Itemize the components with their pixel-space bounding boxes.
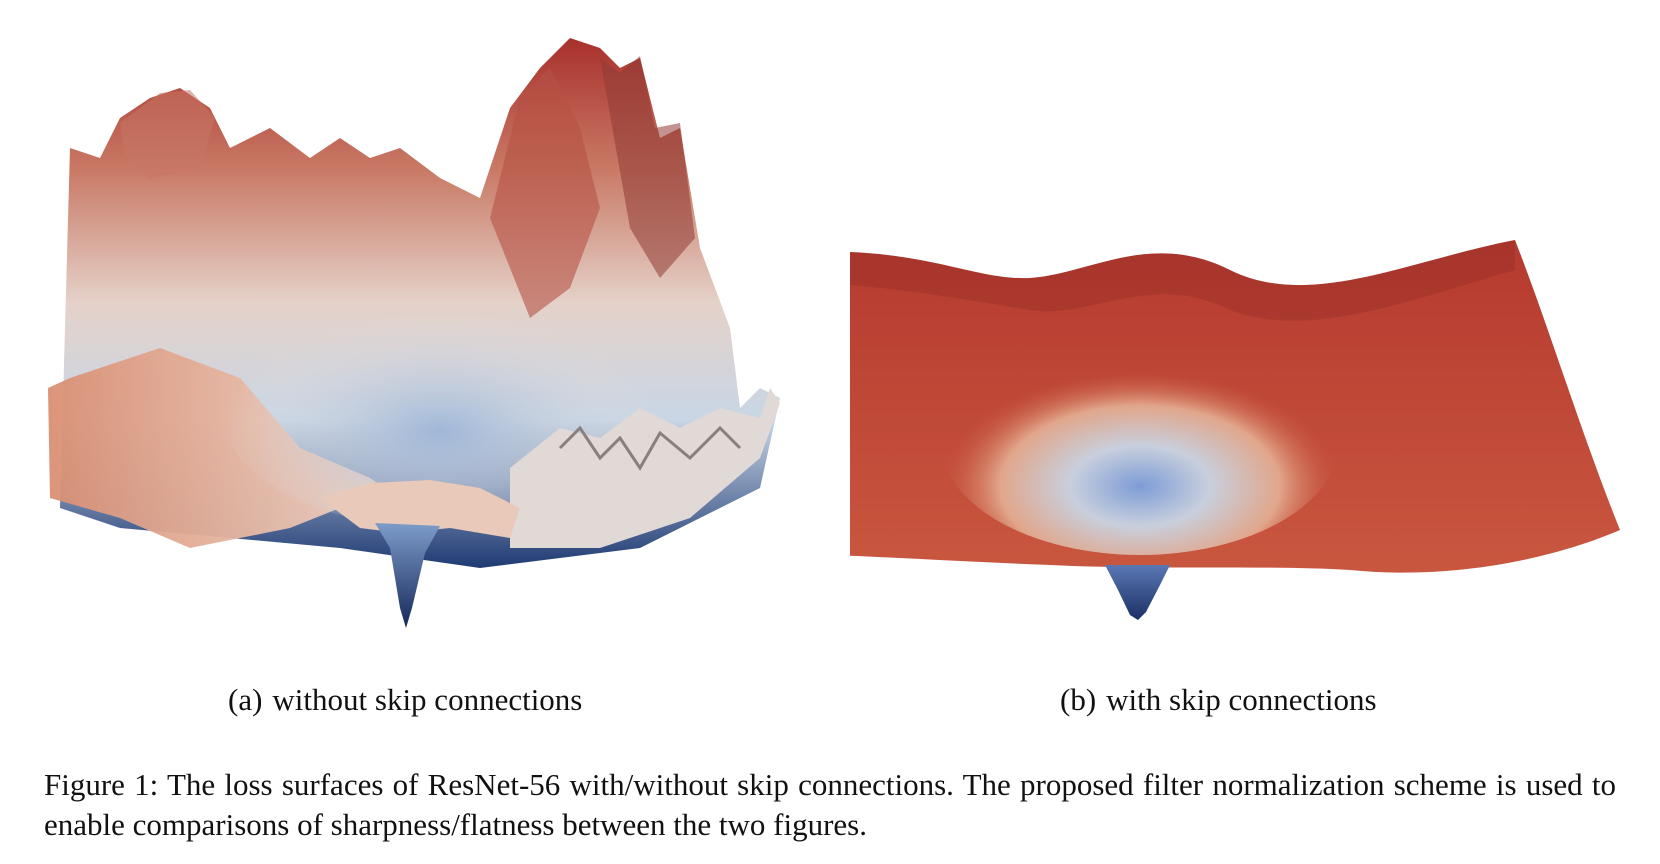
subfigure-caption-a: (a) without skip connections [228,682,582,718]
subfigure-label-a: (a) [228,682,263,717]
loss-surface-with-skip [850,240,1640,660]
loss-surface-b-image [850,240,1620,620]
subfigure-text-a: without skip connections [272,682,583,717]
subfigure-caption-b: (b) with skip connections [1060,682,1377,718]
loss-surface-without-skip [40,28,830,678]
subfigure-text-b: with skip connections [1106,682,1377,717]
subfigure-label-b: (b) [1060,682,1097,717]
figure-caption: Figure 1: The loss surfaces of ResNet-56… [44,767,1616,842]
loss-surface-a-image [48,38,780,628]
